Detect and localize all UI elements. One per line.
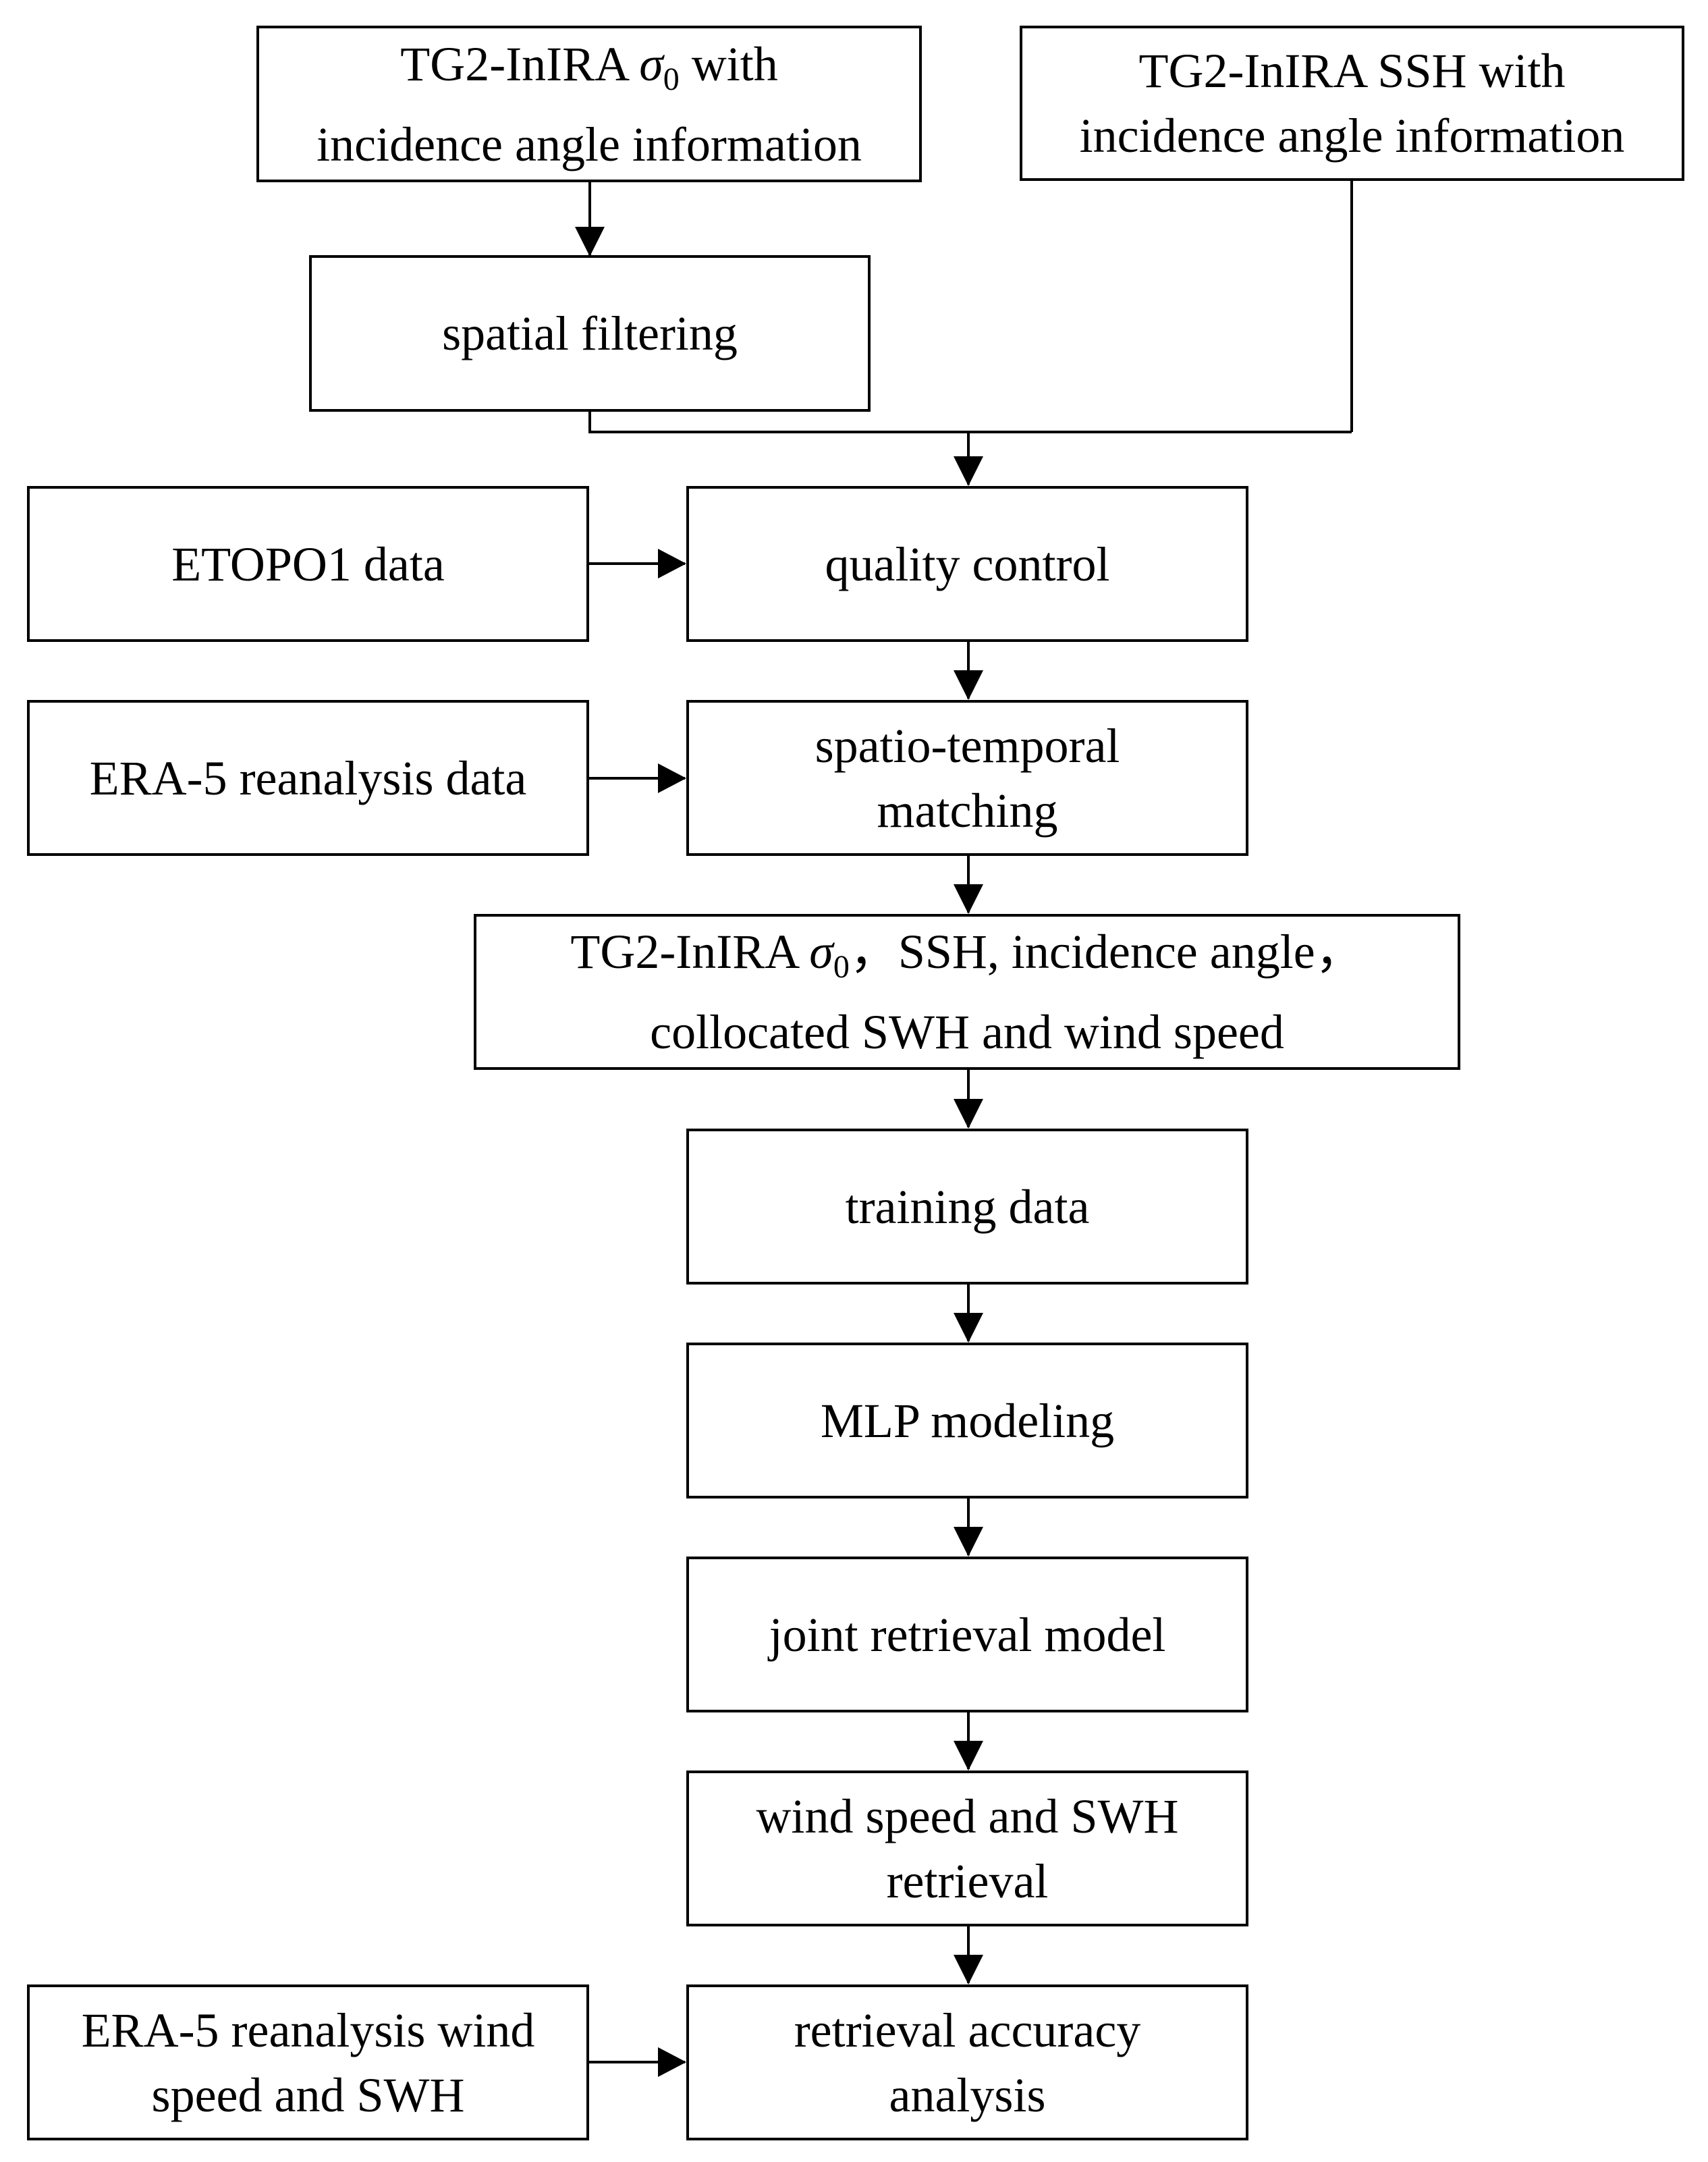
node-quality-control-label: quality control xyxy=(825,537,1110,591)
node-sigma0-input-line2: incidence angle information xyxy=(316,117,862,171)
node-training-data-label: training data xyxy=(845,1179,1090,1234)
node-spatial-filtering-label: spatial filtering xyxy=(442,306,738,360)
arrowhead-mlp-to-joint xyxy=(954,1527,983,1557)
node-sigma0-input-line1: TG2-InIRA σ0 with xyxy=(400,36,778,97)
node-sigma0-input: TG2-InIRA σ0 with incidence angle inform… xyxy=(256,26,922,182)
node-retrieval: wind speed and SWH retrieval xyxy=(686,1771,1248,1926)
node-joint-model: joint retrieval model xyxy=(686,1557,1248,1712)
node-joint-model-label: joint retrieval model xyxy=(769,1607,1166,1662)
node-era5-wind-line1: ERA-5 reanalysis wind xyxy=(81,2003,535,2057)
node-ssh-input: TG2-InIRA SSH with incidence angle infor… xyxy=(1020,26,1684,181)
node-era5-wind: ERA-5 reanalysis wind speed and SWH xyxy=(27,1984,589,2140)
node-era5-label: ERA-5 reanalysis data xyxy=(89,751,527,805)
node-training-data: training data xyxy=(686,1129,1248,1285)
node-spatial-filtering: spatial filtering xyxy=(309,255,871,412)
arrowhead-merge-to-qc xyxy=(954,456,983,486)
arrowhead-matching-to-collocated xyxy=(954,884,983,914)
connector-filtering-merge xyxy=(588,412,1352,433)
node-etopo1: ETOPO1 data xyxy=(27,486,589,642)
node-collocated: TG2-InIRA σ0，SSH, incidence angle， collo… xyxy=(474,914,1460,1070)
node-accuracy-line2: analysis xyxy=(889,2068,1046,2122)
node-ssh-input-line1: TG2-InIRA SSH with xyxy=(1138,44,1566,98)
node-mlp-modeling-label: MLP modeling xyxy=(820,1393,1115,1448)
node-matching-line2: matching xyxy=(877,783,1058,838)
sigma-symbol: σ xyxy=(809,925,833,979)
arrowhead-training-to-mlp xyxy=(954,1313,983,1343)
arrowhead-retrieval-to-accuracy xyxy=(954,1955,983,1984)
node-etopo1-label: ETOPO1 data xyxy=(171,537,445,591)
node-accuracy: retrieval accuracy analysis xyxy=(686,1984,1248,2140)
node-era5: ERA-5 reanalysis data xyxy=(27,700,589,856)
node-retrieval-line1: wind speed and SWH xyxy=(756,1789,1179,1843)
arrowhead-era5wind-to-accuracy xyxy=(658,2047,686,2077)
node-era5-wind-line2: speed and SWH xyxy=(151,2068,465,2122)
node-ssh-input-line2: incidence angle information xyxy=(1079,109,1625,163)
arrowhead-sigma0-to-filtering xyxy=(575,227,605,256)
arrowhead-era5-to-matching xyxy=(658,763,686,793)
sigma-symbol: σ xyxy=(639,36,663,91)
node-quality-control: quality control xyxy=(686,486,1248,642)
arrowhead-qc-to-matching xyxy=(954,670,983,700)
node-retrieval-line2: retrieval xyxy=(886,1854,1049,1908)
node-mlp-modeling: MLP modeling xyxy=(686,1343,1248,1498)
node-matching: spatio-temporal matching xyxy=(686,700,1248,856)
node-collocated-line1: TG2-InIRA σ0，SSH, incidence angle， xyxy=(570,925,1364,985)
arrowhead-etopo1-to-qc xyxy=(658,549,686,578)
arrowhead-collocated-to-training xyxy=(954,1099,983,1129)
node-matching-line1: spatio-temporal xyxy=(815,718,1120,773)
node-collocated-line2: collocated SWH and wind speed xyxy=(650,1005,1284,1059)
node-accuracy-line1: retrieval accuracy xyxy=(794,2003,1141,2057)
arrowhead-joint-to-retrieval xyxy=(954,1741,983,1771)
